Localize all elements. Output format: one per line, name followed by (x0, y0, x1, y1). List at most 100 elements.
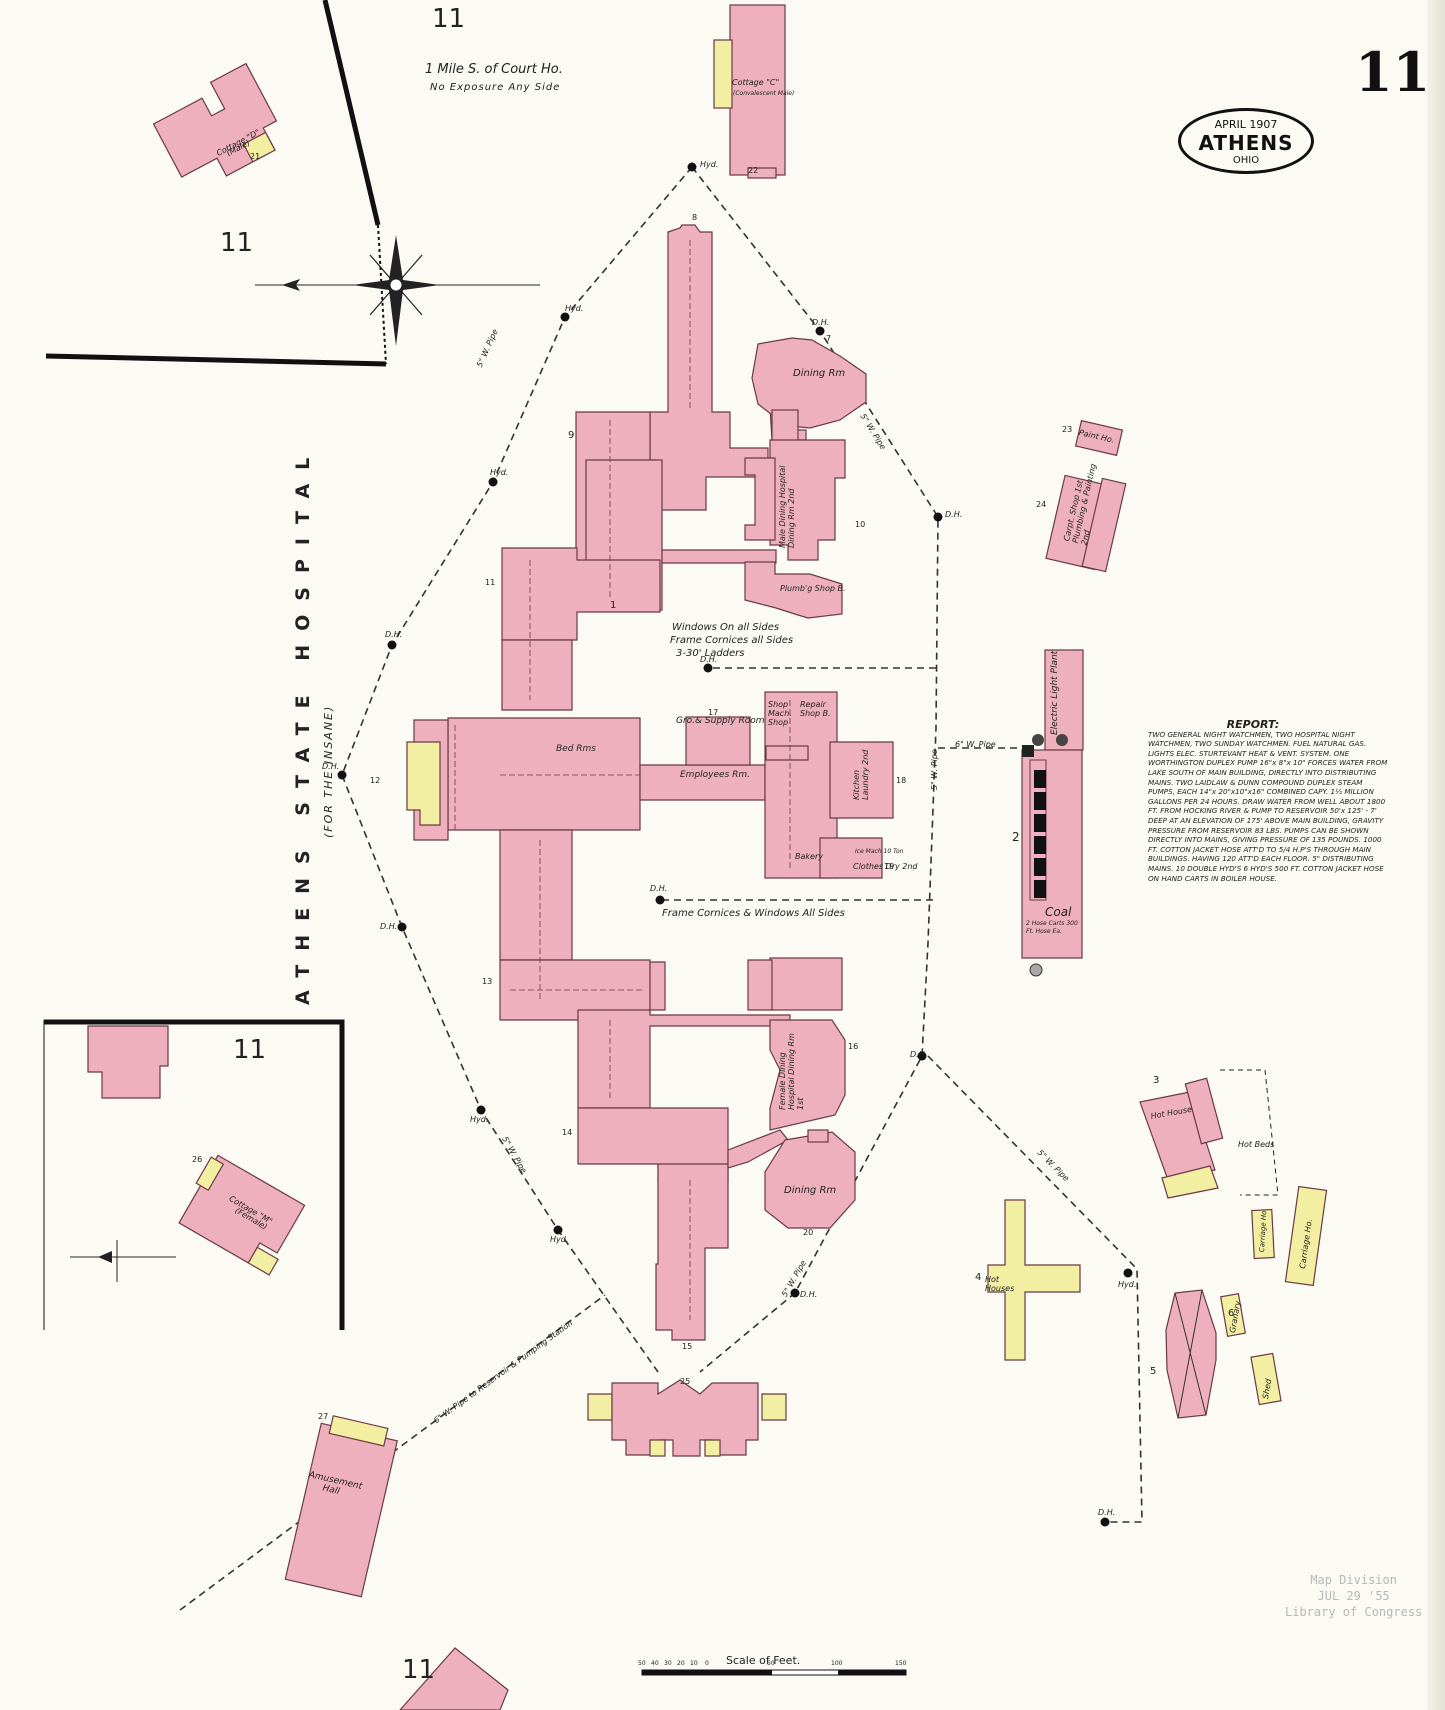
sheet-number: 11 (1355, 40, 1431, 104)
cottage-c (713, 4, 786, 179)
bldg-number-3: 3 (1153, 1075, 1160, 1086)
bldg-number-10: 10 (855, 520, 866, 529)
bldg-number-20: 20 (803, 1228, 814, 1237)
scale-tick-0: 0 (705, 1660, 709, 1667)
label-male-dining: Male Dining Hospital Dining Rm 2nd (778, 465, 796, 549)
bldg-number-9: 9 (568, 430, 575, 441)
building-bottom (399, 1647, 509, 1710)
bldg-number-2: 2 (1012, 830, 1020, 844)
building-lower-left (87, 1025, 169, 1099)
dh-label-e: D.H. (945, 510, 963, 519)
bldg-number-11: 11 (485, 578, 496, 587)
bldg-number-18: 18 (896, 776, 907, 785)
stamp-line-2: JUL 29 '55 (1317, 1589, 1390, 1603)
sheet-date: APRIL 1907 (1214, 118, 1278, 131)
scale-tick-20: 20 (677, 1660, 685, 1667)
report-title: REPORT: (1226, 718, 1280, 731)
label-cottage-c: Cottage "C" (732, 78, 780, 87)
pipe-label-6: 6" W. Pipe (955, 740, 996, 749)
boundary-lines (43, 0, 387, 1330)
note-cornices-lower: Frame Cornices & Windows All Sides (662, 908, 845, 919)
scale-bar (641, 1669, 907, 1676)
institution-name: ATHENS STATE HOSPITAL (292, 443, 314, 1005)
label-employees: Employees Rm. (680, 770, 751, 780)
hydrant-label-w: Hyd. (490, 468, 509, 477)
dh-label-center: D.H. (700, 655, 718, 664)
amusement-hall (284, 1415, 398, 1598)
south-building (587, 1379, 787, 1457)
bldg-number-12: 12 (370, 776, 381, 785)
note-cornices: Frame Cornices all Sides (670, 635, 794, 646)
scale-tick-40: 40 (651, 1660, 659, 1667)
shops-east (1045, 419, 1127, 573)
hydrant-label-top: Hyd. (700, 160, 719, 169)
header-note-1: 1 Mile S. of Court Ho. (425, 62, 563, 77)
main-hospital-building (406, 224, 894, 1341)
report-text: TWO GENERAL NIGHT WATCHMEN, TWO HOSPITAL… (1148, 729, 1388, 883)
label-bakery: Bakery (795, 852, 823, 861)
bldg-number-16: 16 (848, 1042, 859, 1051)
label-cottage-c-sub: (Convalescent Male) (733, 90, 795, 97)
bldg-number-1: 1 (610, 600, 617, 611)
bldg-number-23: 23 (1062, 425, 1073, 434)
city-badge: APRIL 1907 ATHENS OHIO (1178, 108, 1314, 174)
bldg-number-24: 24 (1036, 500, 1047, 509)
north-arrow-icon (70, 1240, 176, 1282)
label-electric: Electric Light Plant (1050, 650, 1060, 735)
label-plumbing: Plumb'g Shop B. (780, 584, 846, 593)
dh-label-far-w: D.H. (322, 762, 340, 771)
pipe-label-e: 5" W. Pipe (930, 749, 939, 790)
city-name: ATHENS (1198, 131, 1294, 155)
label-bed-rms: Bed Rms (556, 744, 596, 754)
fire-report: REPORT: TWO GENERAL NIGHT WATCHMEN, TWO … (1148, 719, 1388, 883)
note-windows: Windows On all Sides (672, 622, 780, 633)
scale-tick-50w: 50 (638, 1660, 646, 1667)
compass-rose-icon (255, 235, 540, 346)
hot-houses (987, 1199, 1081, 1361)
bldg-number-13: 13 (482, 977, 493, 986)
scale-tick-100: 100 (831, 1660, 843, 1667)
hydrant-label-s: Hyd. (550, 1235, 569, 1244)
label-repair: Repair Shop B. (800, 700, 831, 718)
dh-label-center-s: D.H. (650, 884, 668, 893)
bldg-number-19: 19 (884, 862, 895, 871)
label-dining-lower: Dining Rm (784, 1185, 837, 1196)
dh-label-w: D.H. (385, 630, 403, 639)
bldg-number-25: 25 (680, 1377, 691, 1386)
stamp-line-3: Library of Congress (1285, 1605, 1423, 1619)
dh-label-sw: D.H. (380, 922, 398, 931)
label-hot-beds: Hot Beds (1238, 1140, 1275, 1149)
label-gro-supply: Gro.& Supply Room (676, 716, 765, 726)
hydrant-label-sw: Hyd. (470, 1115, 489, 1124)
label-coal: Coal (1045, 905, 1072, 919)
bldg-number-8: 8 (692, 213, 698, 222)
bldg-number-14: 14 (562, 1128, 573, 1137)
label-kitchen: Kitchen Laundry 2nd (852, 749, 870, 800)
cottage-m (178, 1154, 306, 1276)
sheet-ref-left: 11 (220, 228, 254, 258)
label-female-dining: Female Dining Hospital Dining Rm 1st (778, 1033, 805, 1110)
bldg-number-7: 7 (826, 334, 832, 343)
sheet-ref-top: 11 (432, 4, 466, 34)
header-note-2: No Exposure Any Side (430, 82, 561, 93)
scale-tick-150: 150 (895, 1660, 907, 1667)
stamp-line-1: Map Division (1310, 1573, 1397, 1587)
scale-tick-10: 10 (690, 1660, 698, 1667)
bldg-number-6: 6 (1228, 1308, 1235, 1319)
bldg-number-27: 27 (318, 1412, 329, 1421)
state-name: OHIO (1232, 155, 1260, 166)
note-ladders: 3-30' Ladders (676, 648, 745, 659)
label-ice-mach: Ice Mach 10 Ton (855, 848, 904, 855)
sheet-ref-lower-left: 11 (233, 1035, 267, 1065)
scale-title: Scale of Feet. (726, 1654, 801, 1667)
bldg-number-15: 15 (682, 1342, 693, 1351)
bldg-number-22: 22 (748, 166, 759, 175)
scale-tick-30: 30 (664, 1660, 672, 1667)
institution-subtitle: (FOR THE INSANE) (322, 704, 335, 838)
hydrant-label-nw: Hyd. (565, 304, 584, 313)
dh-label-far-se: D.H. (1098, 1508, 1116, 1517)
power-house (1021, 649, 1084, 977)
label-clothes-dry: Clothes Dry 2nd (853, 862, 918, 871)
bldg-number-4: 4 (975, 1272, 982, 1283)
